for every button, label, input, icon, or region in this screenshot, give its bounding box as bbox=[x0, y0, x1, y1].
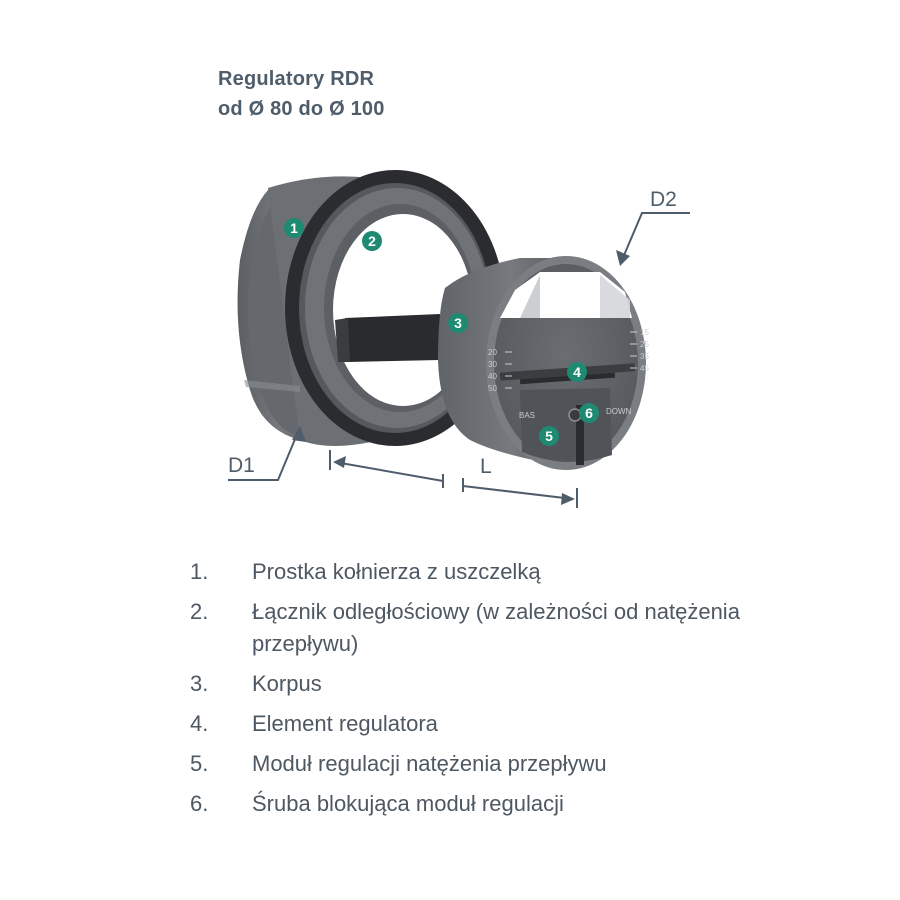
marker-6-label: 6 bbox=[585, 405, 593, 421]
scale-left-30: 30 bbox=[488, 360, 497, 369]
legend-item-text: Prostka kołnierza z uszczelką bbox=[252, 559, 541, 584]
module-label-right: DOWN bbox=[606, 407, 632, 416]
marker-2: 2 bbox=[362, 231, 382, 251]
legend-item-text: Śruba blokująca moduł regulacji bbox=[252, 791, 564, 816]
d1-arrowhead bbox=[292, 426, 306, 442]
l-right-line bbox=[462, 485, 574, 500]
legend-item-number: 2. bbox=[190, 599, 209, 624]
title-line-1: Regulatory RDR bbox=[218, 68, 375, 90]
scale-right-45: 45 bbox=[640, 364, 649, 373]
marker-2-label: 2 bbox=[368, 233, 376, 249]
l-arrowhead-left bbox=[333, 456, 346, 468]
regulator-illustration: 20 30 40 50 15 25 35 45 BAS DOWN 1 2 3 4… bbox=[228, 170, 690, 508]
scale-left-50: 50 bbox=[488, 384, 497, 393]
parts-legend: 1. Prostka kołnierza z uszczelką 2. Łącz… bbox=[190, 556, 750, 828]
dimension-arrowheads bbox=[292, 250, 630, 505]
legend-item-number: 1. bbox=[190, 559, 209, 584]
dimension-lines bbox=[228, 212, 690, 508]
legend-item-3: 3. Korpus bbox=[190, 668, 750, 700]
d2-leader-line bbox=[621, 212, 690, 261]
marker-3: 3 bbox=[448, 313, 468, 333]
scale-right-15: 15 bbox=[640, 328, 649, 337]
marker-3-label: 3 bbox=[454, 315, 462, 331]
legend-item-number: 4. bbox=[190, 711, 209, 736]
marker-5: 5 bbox=[539, 426, 559, 446]
diagram-title: Regulatory RDR od Ø 80 do Ø 100 bbox=[218, 64, 385, 124]
d2-label: D2 bbox=[650, 188, 677, 211]
legend-item-text: Korpus bbox=[252, 671, 322, 696]
legend-item-5: 5. Moduł regulacji natężenia przepływu bbox=[190, 748, 750, 780]
title-line-2: od Ø 80 do Ø 100 bbox=[218, 98, 385, 120]
l-arrowhead-right bbox=[561, 493, 575, 505]
scale-left-40: 40 bbox=[488, 372, 497, 381]
legend-item-number: 5. bbox=[190, 751, 209, 776]
marker-4-label: 4 bbox=[573, 364, 581, 380]
legend-item-text: Element regulatora bbox=[252, 711, 438, 736]
legend-item-4: 4. Element regulatora bbox=[190, 708, 750, 740]
module-label-left: BAS bbox=[519, 411, 535, 420]
l-left-line bbox=[334, 461, 444, 482]
d1-leader-line bbox=[228, 431, 299, 481]
scale-right-25: 25 bbox=[640, 340, 649, 349]
legend-item-6: 6. Śruba blokująca moduł regulacji bbox=[190, 788, 750, 820]
legend-item-text: Moduł regulacji natężenia przepływu bbox=[252, 751, 607, 776]
marker-1: 1 bbox=[284, 218, 304, 238]
marker-1-label: 1 bbox=[290, 220, 298, 236]
scale-right-35: 35 bbox=[640, 352, 649, 361]
legend-item-text: Łącznik odległościowy (w zależności od n… bbox=[252, 599, 740, 656]
body-part: 20 30 40 50 15 25 35 45 BAS DOWN bbox=[438, 256, 649, 470]
legend-item-2: 2. Łącznik odległościowy (w zależności o… bbox=[190, 596, 750, 660]
marker-5-label: 5 bbox=[545, 428, 553, 444]
scale-left-20: 20 bbox=[488, 348, 497, 357]
marker-4: 4 bbox=[567, 362, 587, 382]
legend-item-1: 1. Prostka kołnierza z uszczelką bbox=[190, 556, 750, 588]
marker-6: 6 bbox=[579, 403, 599, 423]
legend-item-number: 3. bbox=[190, 671, 209, 696]
l-label: L bbox=[480, 455, 492, 478]
legend-item-number: 6. bbox=[190, 791, 209, 816]
d1-label: D1 bbox=[228, 454, 255, 477]
d2-arrowhead bbox=[616, 250, 630, 266]
